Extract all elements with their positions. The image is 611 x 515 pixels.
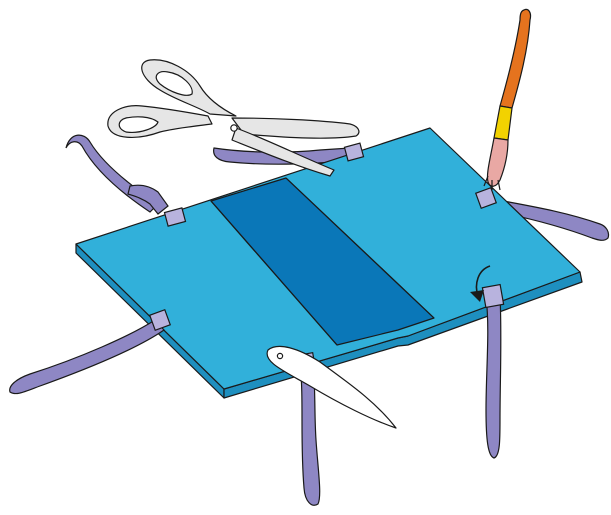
scissors-handle-bottom — [108, 106, 212, 138]
brush-handle — [500, 9, 531, 108]
strap-left-bottom — [10, 320, 164, 394]
brush-bristles — [487, 138, 508, 186]
strap-right-vertical — [486, 296, 501, 458]
paintbrush — [484, 9, 531, 190]
scissors-pivot — [231, 125, 237, 131]
knife-rivet — [277, 353, 282, 358]
brush-ferrule — [494, 106, 512, 140]
tab-right — [482, 285, 503, 308]
